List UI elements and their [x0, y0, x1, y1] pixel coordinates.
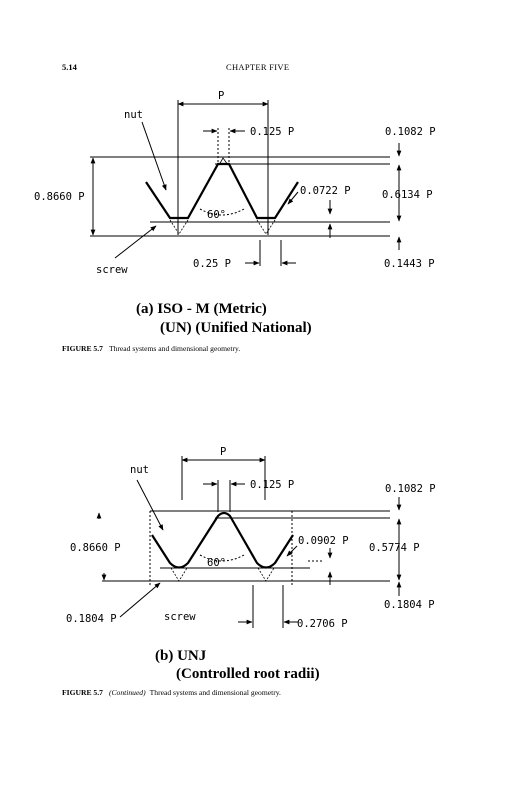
fig-a-nut-label: nut — [124, 109, 143, 121]
figure-b-caption: FIGURE 5.7 (Continued)Thread systems and … — [62, 688, 281, 697]
fig-b-title-line2: (Controlled root radii) — [176, 666, 320, 682]
fig-a-angle-label: 60° — [207, 209, 226, 221]
fig-b-root-width-label: 0.2706 P — [297, 618, 348, 630]
fig-a-root-offset-label: 0.0722 P — [300, 185, 351, 197]
fig-b-nut-label: nut — [130, 464, 149, 476]
fig-b-bottom-truncation-label: 0.1804 P — [384, 599, 435, 611]
fig-b-caption-continued: (Continued) — [108, 688, 146, 697]
figure-a-diagram: P nut 0.125 P 0.1082 P 0.8660 P 0.0722 P… — [34, 90, 436, 336]
fig-a-crest-width-label: 0.125 P — [250, 126, 294, 138]
fig-a-depth-label: 0.6134 P — [382, 189, 433, 201]
page-number: 5.14 — [62, 62, 77, 72]
fig-b-root-offset-label: 0.0902 P — [298, 535, 349, 547]
fig-a-screw-label: screw — [96, 264, 128, 276]
fig-a-root-width-label: 0.25 P — [193, 258, 231, 270]
fig-a-bottom-truncation-label: 0.1443 P — [384, 258, 435, 270]
fig-b-caption-label: FIGURE 5.7 — [62, 688, 103, 697]
fig-a-caption-label: FIGURE 5.7 — [62, 344, 103, 353]
fig-a-title-line1: (a) ISO - M (Metric) — [136, 301, 267, 317]
fig-b-crest-width-label: 0.125 P — [250, 479, 294, 491]
fig-b-top-truncation-label: 0.1082 P — [385, 483, 436, 495]
fig-a-title-line2: (UN) (Unified National) — [160, 320, 312, 336]
fig-b-pitch-label: P — [220, 446, 226, 458]
fig-a-thread-height-label: 0.8660 P — [34, 191, 85, 203]
figure-a-caption: FIGURE 5.7 Thread systems and dimensional… — [62, 344, 240, 353]
fig-b-root-radius-label: 0.1804 P — [66, 613, 117, 625]
fig-a-pitch-label: P — [218, 90, 224, 102]
fig-b-angle-label: 60° — [207, 557, 226, 569]
fig-b-caption-text: Thread systems and dimensional geometry. — [149, 688, 281, 697]
chapter-heading: CHAPTER FIVE — [226, 62, 290, 72]
figure-b-diagram: P nut 0.125 P 0.1082 P 0.8660 P 0.0902 P… — [66, 446, 436, 682]
fig-a-top-truncation-label: 0.1082 P — [385, 126, 436, 138]
fig-b-screw-label: screw — [164, 611, 196, 623]
fig-b-thread-height-label: 0.8660 P — [70, 542, 121, 554]
fig-b-title-line1: (b) UNJ — [155, 648, 207, 664]
fig-b-depth-label: 0.5774 P — [369, 542, 420, 554]
fig-a-caption-text: Thread systems and dimensional geometry. — [108, 344, 241, 353]
